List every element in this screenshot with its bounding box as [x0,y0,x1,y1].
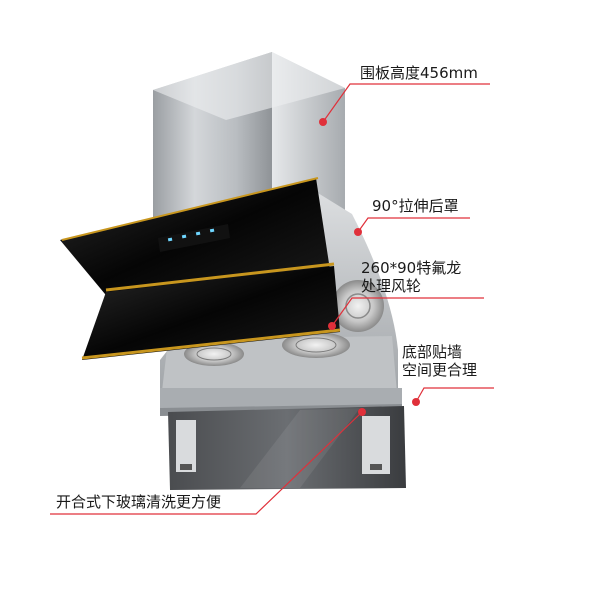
leader-height [322,83,490,123]
fan-wheel-right [282,332,350,358]
leader-fan [331,297,484,327]
glass-reflection [240,408,360,488]
gold-trim-lower [81,328,341,360]
fan-wheel-left [184,342,244,366]
callout-fan-line1: 260*90特氟龙 [361,259,462,277]
callout-fan-line2: 处理风轮 [361,277,422,295]
bottom-rail [160,388,402,410]
callout-wall-mount: 底部贴墙 空间更合理 [402,343,477,379]
callout-wall-line2: 空间更合理 [402,361,478,379]
gold-trim-upper [105,262,335,292]
fan-side-view [332,280,384,332]
callout-panel-height: 围板高度456mm [360,64,478,82]
gold-trim-top [61,177,319,241]
hinge-left [176,420,196,472]
chimney-top [153,52,345,120]
callout-fan-wheel: 260*90特氟龙 处理风轮 [361,259,461,295]
leader-wall [415,387,494,403]
leader-glass [50,411,363,515]
callout-openable-glass: 开合式下玻璃清洗更方便 [56,493,222,511]
callout-rear-hood: 90°拉伸后罩 [372,197,459,215]
callout-wall-line1: 底部贴墙 [402,343,463,361]
leader-hood [357,217,470,233]
